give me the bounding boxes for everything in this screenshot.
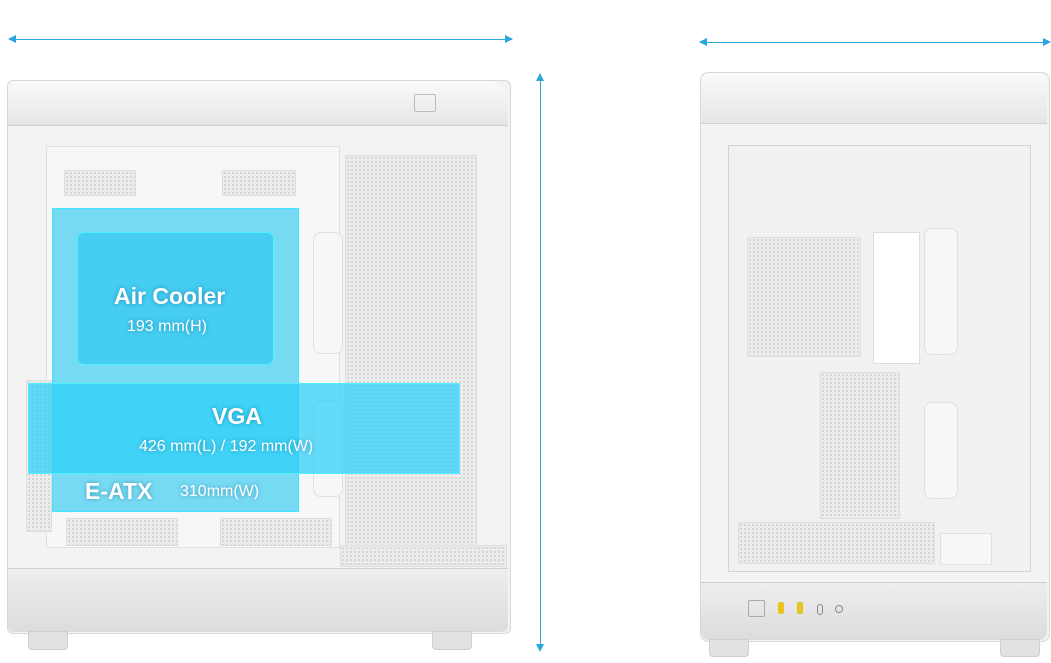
air-cooler-area [77,232,274,365]
usb-a-port [778,602,784,614]
audio-jack [835,605,843,613]
usb-c-port [817,604,823,615]
vga-area [28,383,460,474]
air-cooler-label: Air Cooler [114,283,226,309]
usb-a-port [797,602,803,614]
power-button [414,94,436,112]
air-cooler-value: 193 mm(H) [127,318,208,335]
vga-value: 426 mm(L) / 192 mm(W) [139,438,314,455]
eatx-value: 310mm(W) [180,483,260,500]
vga-label: VGA [212,403,262,429]
power-button [748,600,765,617]
eatx-label: E-ATX [85,478,153,504]
